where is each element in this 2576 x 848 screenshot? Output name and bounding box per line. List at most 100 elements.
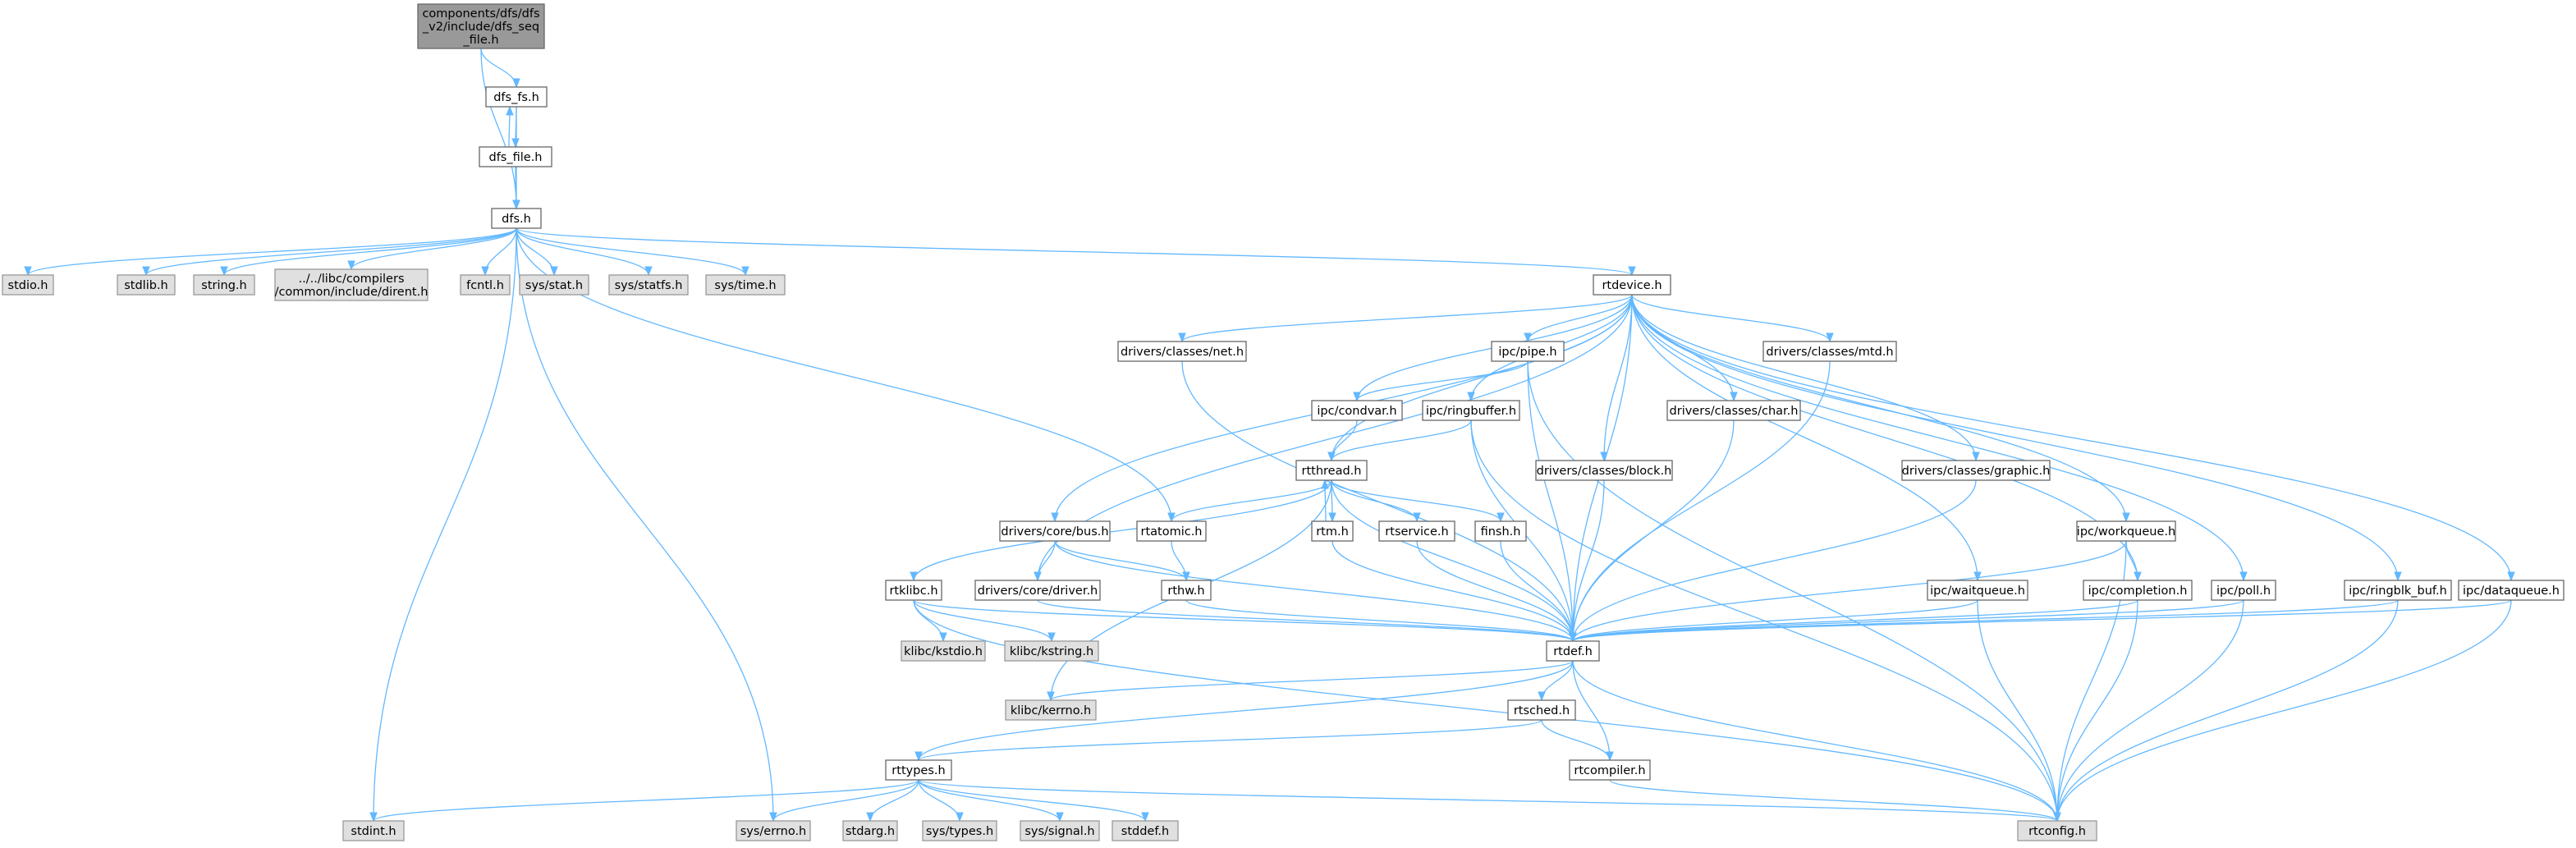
file-node-bus[interactable]: drivers/core/bus.h [999,520,1111,542]
arrowhead [1034,571,1042,582]
node-label: drivers/classes/block.h [1537,465,1672,478]
file-node-rtcompiler[interactable]: rtcompiler.h [1569,759,1651,781]
edge-dfs-to-stdint [369,227,517,823]
arrowhead [1167,512,1176,523]
file-node-dfs[interactable]: dfs.h [491,208,542,229]
edge-dfs_fs-to-dfs_file [511,106,520,149]
file-node-completion[interactable]: ipc/completion.h [2083,580,2193,601]
edge-line [913,599,1052,642]
edge-rtdevice-to-mtd [1631,294,1834,343]
node-label: sys/types.h [926,825,993,838]
node-box [519,274,589,296]
file-node-rtdef[interactable]: rtdef.h [1546,640,1600,662]
file-node-rtservice[interactable]: rtservice.h [1378,520,1455,542]
edge-line [1054,540,1187,581]
file-node-finsh[interactable]: finsh.h [1474,520,1527,542]
arrowhead [1569,632,1577,643]
edge-rttypes-to-systypes [918,779,964,823]
file-node-net[interactable]: drivers/classes/net.h [1117,341,1247,362]
edge-line [27,227,517,276]
file-node-pipe[interactable]: ipc/pipe.h [1491,341,1565,362]
arrowhead [1047,691,1055,702]
edge-line [1631,294,1831,342]
file-node-dataqueue[interactable]: ipc/dataqueue.h [2458,580,2565,601]
edge-line [1541,719,1611,761]
node-box [1593,274,1671,296]
node-label: drivers/classes/graphic.h [1902,465,2051,478]
edge-dfs-to-sysstat [516,227,558,277]
edge-char-to-rtdef [1569,419,1735,643]
file-node-rtdevice[interactable]: rtdevice.h [1593,274,1671,296]
file-node-waitqueue[interactable]: ipc/waitqueue.h [1927,580,2028,601]
arrowhead [910,571,918,582]
edge-rtdef-to-kerrno [1047,660,1574,702]
file-node-poll[interactable]: ipc/poll.h [2211,580,2276,601]
dependency-edges [24,48,2515,823]
file-node-rtconfig: rtconfig.h [2017,820,2097,841]
file-nodes: components/dfs/dfs_v2/include/dfs_seq_fi… [2,3,2565,841]
arrowhead [2134,571,2142,582]
edge-line [2056,599,2399,822]
node-box [1491,341,1565,362]
edge-line [2056,599,2138,822]
arrowhead [481,266,489,277]
file-node-ringblk[interactable]: ipc/ringblk_buf.h [2344,580,2452,601]
node-box [736,820,811,841]
edge-dfs-to-dirent [347,227,517,271]
node-label: klibc/kerrno.h [1011,704,1091,717]
file-node-rtatomic[interactable]: rtatomic.h [1136,520,1207,542]
file-node-block[interactable]: drivers/classes/block.h [1535,460,1673,481]
file-node-dfs_file[interactable]: dfs_file.h [479,146,552,167]
file-node-rtsched[interactable]: rtsched.h [1507,699,1576,721]
file-node-condvar[interactable]: ipc/condvar.h [1311,400,1403,421]
file-node-stdarg: stdarg.h [842,820,898,841]
node-box [491,208,542,229]
node-label: klibc/kstdio.h [904,645,983,658]
file-node-rtklibc[interactable]: rtklibc.h [885,580,942,601]
edge-line [1631,294,2512,581]
file-node-rtm[interactable]: rtm.h [1311,520,1354,542]
arrowhead [2394,571,2402,582]
file-node-rthw[interactable]: rthw.h [1161,580,1212,601]
file-node-sysstatfs: sys/statfs.h [608,274,689,296]
node-box [2344,580,2452,601]
edge-dfs-to-string [220,227,517,277]
file-node-graphic[interactable]: drivers/classes/graphic.h [1901,460,2051,481]
node-box [1422,400,1520,421]
arrowhead [914,751,923,762]
node-box [2076,520,2176,542]
file-node-char[interactable]: drivers/classes/char.h [1666,400,1801,421]
edge-line [373,779,919,822]
arrowhead [1524,332,1532,343]
file-node-workqueue[interactable]: ipc/workqueue.h [2076,520,2176,542]
file-node-ringbuffer[interactable]: ipc/ringbuffer.h [1422,400,1520,421]
file-node-systime: sys/time.h [705,274,786,296]
node-box [417,3,545,49]
arrowhead [1327,452,1336,462]
node-box [1927,580,2028,601]
node-label: fcntl.h [466,279,504,292]
file-node-dfs_fs[interactable]: dfs_fs.h [485,86,548,108]
arrowhead [1730,392,1738,402]
edge-rtdef-to-rtcompiler [1572,660,1614,762]
arrowhead [1606,751,1614,762]
file-node-rtthread[interactable]: rtthread.h [1295,460,1368,481]
edge-rtdevice-to-ringblk [1631,294,2402,582]
edge-line [2056,599,2512,822]
node-box [1901,460,2051,481]
edge-line [1572,419,1735,642]
file-node-stdlib: stdlib.h [117,274,176,296]
file-node-mtd[interactable]: drivers/classes/mtd.h [1762,341,1897,362]
edge-line [1572,540,2127,642]
arrowhead [1628,266,1636,277]
edge-main-to-dfs_fs [480,48,520,89]
edge-rtdevice-to-net [1178,294,1633,343]
arrowhead [1182,571,1190,582]
file-node-rttypes[interactable]: rttypes.h [885,759,952,781]
file-node-dirent: ../../libc/compilers/common/include/dire… [274,268,429,301]
node-box [974,580,1101,601]
node-label: rthw.h [1167,584,1204,598]
node-label: rtcompiler.h [1574,764,1645,777]
file-node-driver[interactable]: drivers/core/driver.h [974,580,1101,601]
arrowhead [1047,632,1056,643]
